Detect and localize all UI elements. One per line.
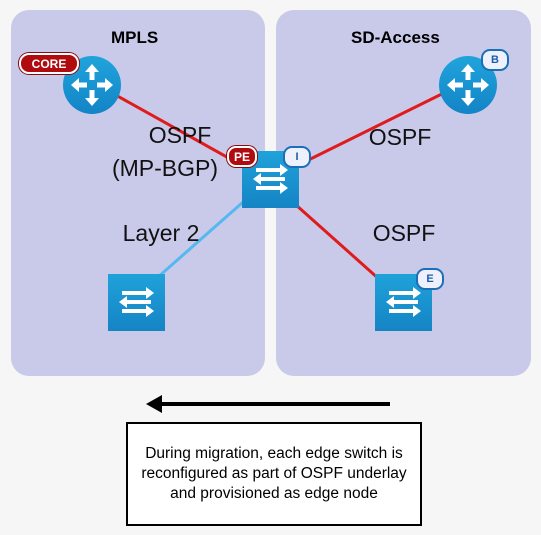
pe-tag: PE	[227, 146, 257, 167]
left-ospf-label: OSPF	[148, 122, 212, 148]
mp-bgp-label: (MP-BGP)	[111, 155, 219, 181]
border-badge: B	[481, 49, 509, 71]
right-ospf-top-label: OSPF	[368, 124, 432, 150]
border-router-icon	[439, 56, 497, 114]
migration-note: During migration, each edge switch is re…	[126, 422, 422, 526]
mpls-title: MPLS	[111, 28, 159, 47]
core-tag: CORE	[19, 53, 79, 74]
right-ospf-bottom-label: OSPF	[372, 220, 436, 246]
layer2-switch-icon	[108, 274, 165, 331]
edge-badge: E	[416, 268, 444, 290]
migration-arrow-icon	[146, 395, 390, 413]
sd-access-title: SD-Access	[351, 28, 440, 47]
layer2-label: Layer 2	[122, 220, 200, 246]
intermediate-badge: I	[283, 146, 311, 168]
